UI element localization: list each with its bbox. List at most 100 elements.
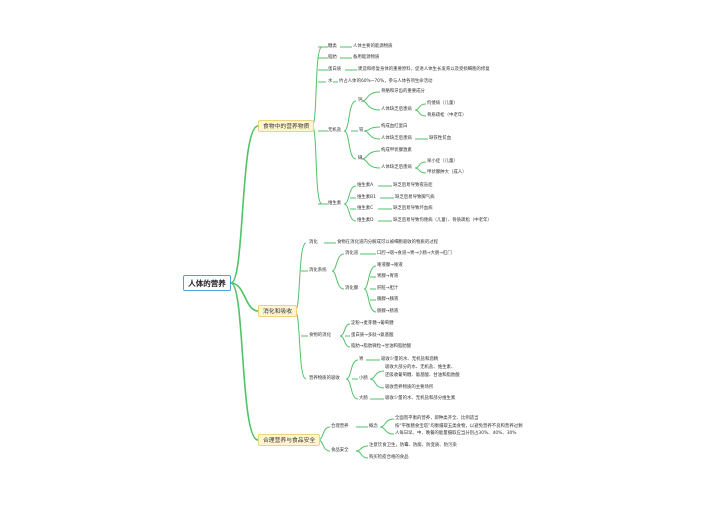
- node-process-3: 脂肪→脂肪微粒→甘油和脂肪酸: [351, 344, 412, 349]
- edge: [363, 288, 377, 313]
- node-stomach[interactable]: 胃: [359, 357, 364, 362]
- edge: [339, 335, 351, 348]
- node-calcium[interactable]: 钙: [358, 98, 363, 103]
- node-digestive-tract-desc: 口腔→咽→食道→胃→小肠→大肠→肛门: [377, 251, 452, 256]
- node-gland-3: 肝脏→胆汁: [377, 286, 399, 291]
- node-concept[interactable]: 概念: [369, 424, 378, 429]
- node-digestive-gland[interactable]: 消化腺: [345, 286, 359, 291]
- node-vitamin-a-desc: 缺乏后易导致夜盲症: [393, 183, 433, 188]
- node-iodine-d2: 人体缺乏后患病: [381, 165, 412, 170]
- node-vitamin[interactable]: 维生素: [328, 201, 342, 206]
- node-vitamin-b1-desc: 缺乏后易导致脚气病: [395, 195, 435, 200]
- node-water[interactable]: 水: [328, 79, 333, 84]
- node-process-2: 蛋白质→多肽→氨基酸: [351, 333, 394, 338]
- node-small-d1b: 还吸收葡萄糖、氨基酸、甘油和脂肪酸: [385, 373, 460, 378]
- edge: [343, 185, 357, 205]
- node-food-safety[interactable]: 食品安全: [331, 448, 349, 453]
- root-node[interactable]: 人体的营养: [183, 275, 231, 291]
- edge-food-trunk: [311, 46, 323, 127]
- node-vitamin-c-desc: 缺乏后易导致坏血病: [393, 206, 433, 211]
- edge-root-digest: [230, 282, 259, 312]
- branch-food[interactable]: 食物中的营养物质: [258, 120, 315, 132]
- node-mineral[interactable]: 无机盐: [328, 128, 342, 133]
- edge: [361, 100, 381, 111]
- edge: [414, 161, 427, 169]
- node-stomach-desc: 吸收少量的水、无机盐和酒精: [381, 357, 439, 362]
- node-gland-1: 唾液腺→唾液: [377, 263, 403, 268]
- node-digestion-desc: 食物在消化道内分解成可以被细胞吸收的物质的过程: [337, 240, 438, 245]
- edge: [414, 103, 427, 111]
- edge: [379, 426, 395, 435]
- edge: [363, 126, 381, 132]
- node-large-intestine[interactable]: 大肠: [359, 396, 368, 401]
- edge: [355, 450, 369, 459]
- node-gland-2: 胃腺→胃液: [377, 274, 399, 279]
- edge: [363, 265, 377, 290]
- edge: [361, 150, 381, 160]
- node-iodine[interactable]: 碘: [358, 156, 363, 161]
- node-calcium-d2: 人体缺乏后患病: [381, 107, 412, 112]
- node-sugar-desc: 人体主要的能源物质: [353, 44, 393, 49]
- node-iron-d2a: 缺铁性贫血: [429, 136, 451, 141]
- node-vitamin-b1[interactable]: 维生素B1: [357, 195, 376, 200]
- edge: [294, 310, 307, 380]
- edge: [345, 378, 359, 400]
- edge: [369, 370, 385, 380]
- node-sugar[interactable]: 糖类: [328, 44, 337, 49]
- edge-food-trunk2: [311, 125, 323, 205]
- node-fat[interactable]: 脂肪: [328, 55, 337, 60]
- edge: [361, 158, 381, 169]
- node-small-d2: 吸收营养物质的主要场所: [385, 385, 434, 390]
- edge: [339, 323, 351, 337]
- edge: [331, 270, 345, 290]
- node-vitamin-d[interactable]: 维生素D: [357, 218, 374, 223]
- node-digestive-system[interactable]: 消化系统: [309, 268, 327, 273]
- node-iron-d2: 人体缺乏后患病: [381, 136, 412, 141]
- edge: [414, 167, 427, 174]
- node-concept-d1: 全面而平衡的营养，即种类齐全、比例适当: [395, 416, 479, 421]
- edge: [414, 109, 427, 117]
- node-iodine-d2b: 甲状腺肿大（成人）: [427, 170, 467, 175]
- node-concept-d3: 人每日早、中、晚餐的能量摄取应当分别占30%、40%、30%: [395, 431, 517, 436]
- edge: [355, 445, 369, 452]
- node-vitamin-a[interactable]: 维生素A: [357, 183, 374, 188]
- node-vitamin-c[interactable]: 维生素C: [357, 206, 374, 211]
- node-calcium-d1: 骨骼和牙齿的重要成分: [381, 89, 425, 94]
- edge: [363, 130, 381, 140]
- branch-safety[interactable]: 合理营养与食品安全: [258, 434, 321, 446]
- node-food-safety-1: 注意饮食卫生，防霉、防腐、防变质、防污染: [369, 443, 457, 448]
- node-iodine-d2a: 呆小症（儿童）: [427, 159, 458, 164]
- node-small-intestine[interactable]: 小肠: [359, 376, 368, 381]
- edge: [343, 130, 357, 160]
- node-absorption[interactable]: 营养物质的吸收: [309, 376, 340, 381]
- edge: [361, 91, 381, 102]
- branch-digestion[interactable]: 消化和吸收: [258, 305, 297, 317]
- node-food-safety-2: 购买检疫合格的食品: [369, 455, 409, 460]
- node-process-1: 淀粉→麦芽糖→葡萄糖: [351, 321, 394, 326]
- node-fat-desc: 备用能源物质: [353, 55, 380, 60]
- node-large-desc: 吸收少量的水、无机盐和部分维生素: [385, 396, 456, 401]
- node-calcium-d2b: 骨质疏松（中老年）: [427, 113, 467, 118]
- node-protein[interactable]: 蛋白质: [328, 67, 342, 72]
- node-digestive-tract[interactable]: 消化道: [345, 251, 359, 256]
- edge: [343, 100, 357, 132]
- node-calcium-d2a: 佝偻病（儿童）: [427, 101, 458, 106]
- edge-root-food: [230, 125, 259, 284]
- node-gland-4: 胰腺→胰液: [377, 297, 399, 302]
- node-food-digestion[interactable]: 食物的消化: [309, 333, 331, 338]
- node-water-desc: 约占人体的60%~70%，参与人体各项生命活动: [339, 79, 433, 84]
- edge: [331, 253, 345, 272]
- edge: [369, 378, 385, 389]
- node-iron[interactable]: 铁: [359, 128, 364, 133]
- node-vitamin-d-desc: 缺乏后易导致佝偻病（儿童）、骨质疏松（中老年）: [393, 218, 492, 223]
- edge: [345, 359, 359, 380]
- node-digestion[interactable]: 消化: [309, 240, 318, 245]
- node-small-d1: 吸收大部分的水、无机盐、维生素、: [385, 365, 456, 370]
- edge: [294, 242, 307, 312]
- node-concept-d2: 按“平衡膳食宝塔”均衡摄取五类食物，以避免营养不良和营养过剩: [395, 424, 523, 429]
- node-iron-d1: 构成血红蛋白: [381, 124, 408, 129]
- node-nutrition[interactable]: 合理营养: [331, 424, 349, 429]
- node-protein-desc: 建造和修复身体的重要原料，促进人体生长发育以及受损细胞的修复: [358, 67, 490, 72]
- edge: [343, 203, 357, 222]
- edge-root-safety: [230, 282, 259, 441]
